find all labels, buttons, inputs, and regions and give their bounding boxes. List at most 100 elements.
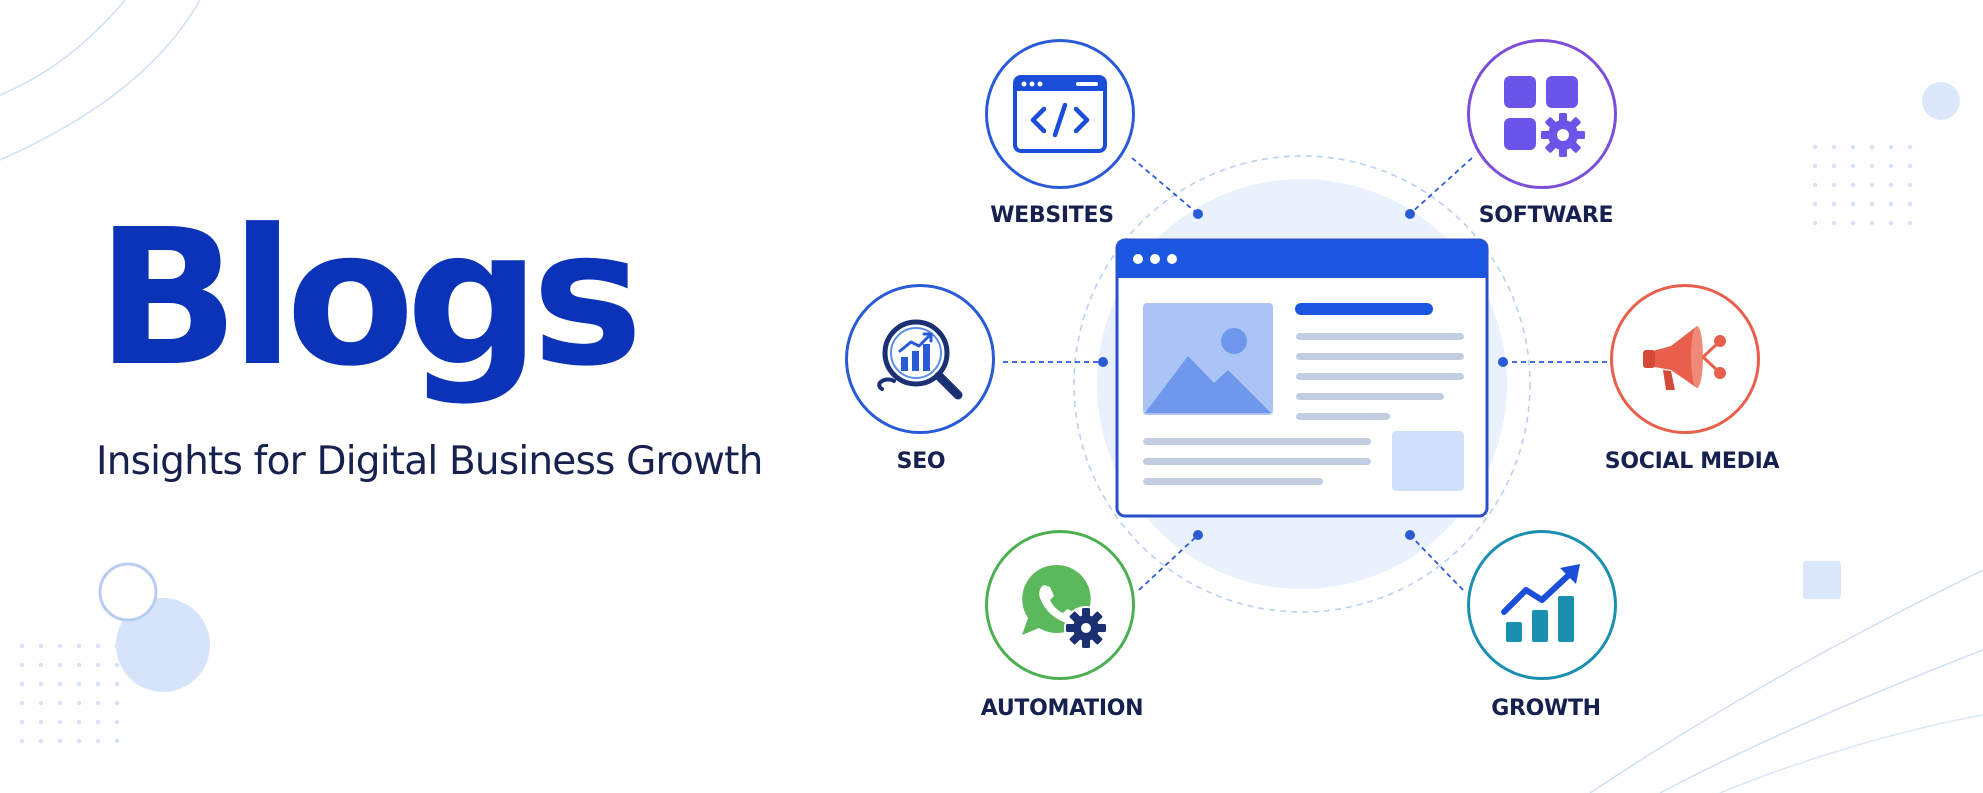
deco-dot (1831, 201, 1837, 207)
deco-dot (1869, 220, 1875, 226)
category-social-media[interactable] (1610, 284, 1760, 434)
wave-line-bottom-right (1589, 569, 1983, 793)
deco-dot (1907, 163, 1913, 169)
deco-dot (1831, 144, 1837, 150)
deco-dot (1888, 182, 1894, 188)
deco-dot (1907, 144, 1913, 150)
deco-dot (57, 738, 63, 744)
deco-dot (1831, 220, 1837, 226)
deco-dot (76, 719, 82, 725)
deco-dot (1869, 201, 1875, 207)
deco-dot (114, 681, 120, 687)
deco-dot (76, 738, 82, 744)
connector-growth (1409, 534, 1464, 591)
code-window-icon (1013, 75, 1107, 153)
app-grid-gear-icon (1504, 76, 1585, 157)
deco-dot (95, 700, 101, 706)
deco-dot (1831, 163, 1837, 169)
deco-dot (1869, 182, 1875, 188)
category-growth[interactable] (1467, 530, 1617, 680)
deco-dot (1888, 201, 1894, 207)
deco-dot (38, 643, 44, 649)
deco-dot (1812, 144, 1818, 150)
deco-dot (38, 719, 44, 725)
deco-dot (95, 681, 101, 687)
deco-dot (57, 643, 63, 649)
deco-dot (1850, 182, 1856, 188)
category-software[interactable] (1467, 39, 1617, 189)
deco-dot (1850, 220, 1856, 226)
category-label-automation: AUTOMATION (980, 696, 1144, 721)
deco-dot (1888, 163, 1894, 169)
deco-dot (19, 681, 25, 687)
deco-dot (1812, 201, 1818, 207)
deco-dot (38, 738, 44, 744)
deco-dot (114, 662, 120, 668)
wave-line-bottom-right (1659, 649, 1983, 793)
deco-dot (57, 719, 63, 725)
deco-dot (114, 738, 120, 744)
deco-dot (57, 700, 63, 706)
category-label-social-media: SOCIAL MEDIA (1604, 449, 1780, 474)
deco-dot (1907, 220, 1913, 226)
category-seo[interactable] (845, 284, 995, 434)
deco-dot (1888, 220, 1894, 226)
deco-dot (19, 700, 25, 706)
category-label-growth: GROWTH (1491, 696, 1601, 721)
wave-line-top-left (0, 0, 126, 96)
deco-dot (95, 662, 101, 668)
deco-dot (1812, 182, 1818, 188)
deco-dot (19, 738, 25, 744)
wave-line-top-left (0, 0, 201, 161)
deco-circle-small (1922, 82, 1960, 120)
deco-circle-ring (98, 562, 158, 622)
growth-chart-icon (1501, 564, 1580, 642)
deco-dot (95, 738, 101, 744)
deco-dot (114, 719, 120, 725)
deco-dot (38, 700, 44, 706)
deco-dot (1850, 163, 1856, 169)
deco-dot (76, 700, 82, 706)
connector-software (1409, 157, 1473, 215)
megaphone-icon (1643, 326, 1726, 390)
deco-dot (114, 643, 120, 649)
deco-square (1803, 561, 1841, 599)
deco-dot (1869, 163, 1875, 169)
deco-circle-filled (116, 598, 210, 692)
deco-dot (1888, 144, 1894, 150)
deco-dot (57, 662, 63, 668)
category-websites[interactable] (985, 39, 1135, 189)
deco-dot (76, 643, 82, 649)
dot-grid-right (1812, 144, 1913, 226)
connector-lines (1003, 157, 1610, 591)
connector-automation (1138, 534, 1199, 591)
category-automation[interactable] (985, 530, 1135, 680)
page-subtitle: Insights for Digital Business Growth (96, 439, 763, 484)
deco-dot (1812, 220, 1818, 226)
category-label-websites: WEBSITES (990, 203, 1114, 228)
category-label-software: SOFTWARE (1478, 203, 1614, 228)
deco-dot (38, 662, 44, 668)
deco-dot (19, 643, 25, 649)
deco-dot (95, 719, 101, 725)
deco-dot (1907, 182, 1913, 188)
deco-dot (1869, 144, 1875, 150)
category-label-seo: SEO (896, 449, 946, 474)
deco-dot (1850, 201, 1856, 207)
dot-grid-left (19, 643, 120, 744)
deco-dot (1907, 201, 1913, 207)
page-title: Blogs (96, 189, 643, 408)
deco-dot (76, 681, 82, 687)
hub-dashed-ring (1073, 155, 1531, 613)
deco-dot (95, 643, 101, 649)
deco-dot (1831, 182, 1837, 188)
browser-window-icon (1115, 238, 1489, 518)
wave-line-bottom-right (1719, 714, 1983, 793)
magnifier-chart-icon (877, 319, 963, 400)
deco-dot (1850, 144, 1856, 150)
deco-dot (38, 681, 44, 687)
deco-dot (114, 700, 120, 706)
